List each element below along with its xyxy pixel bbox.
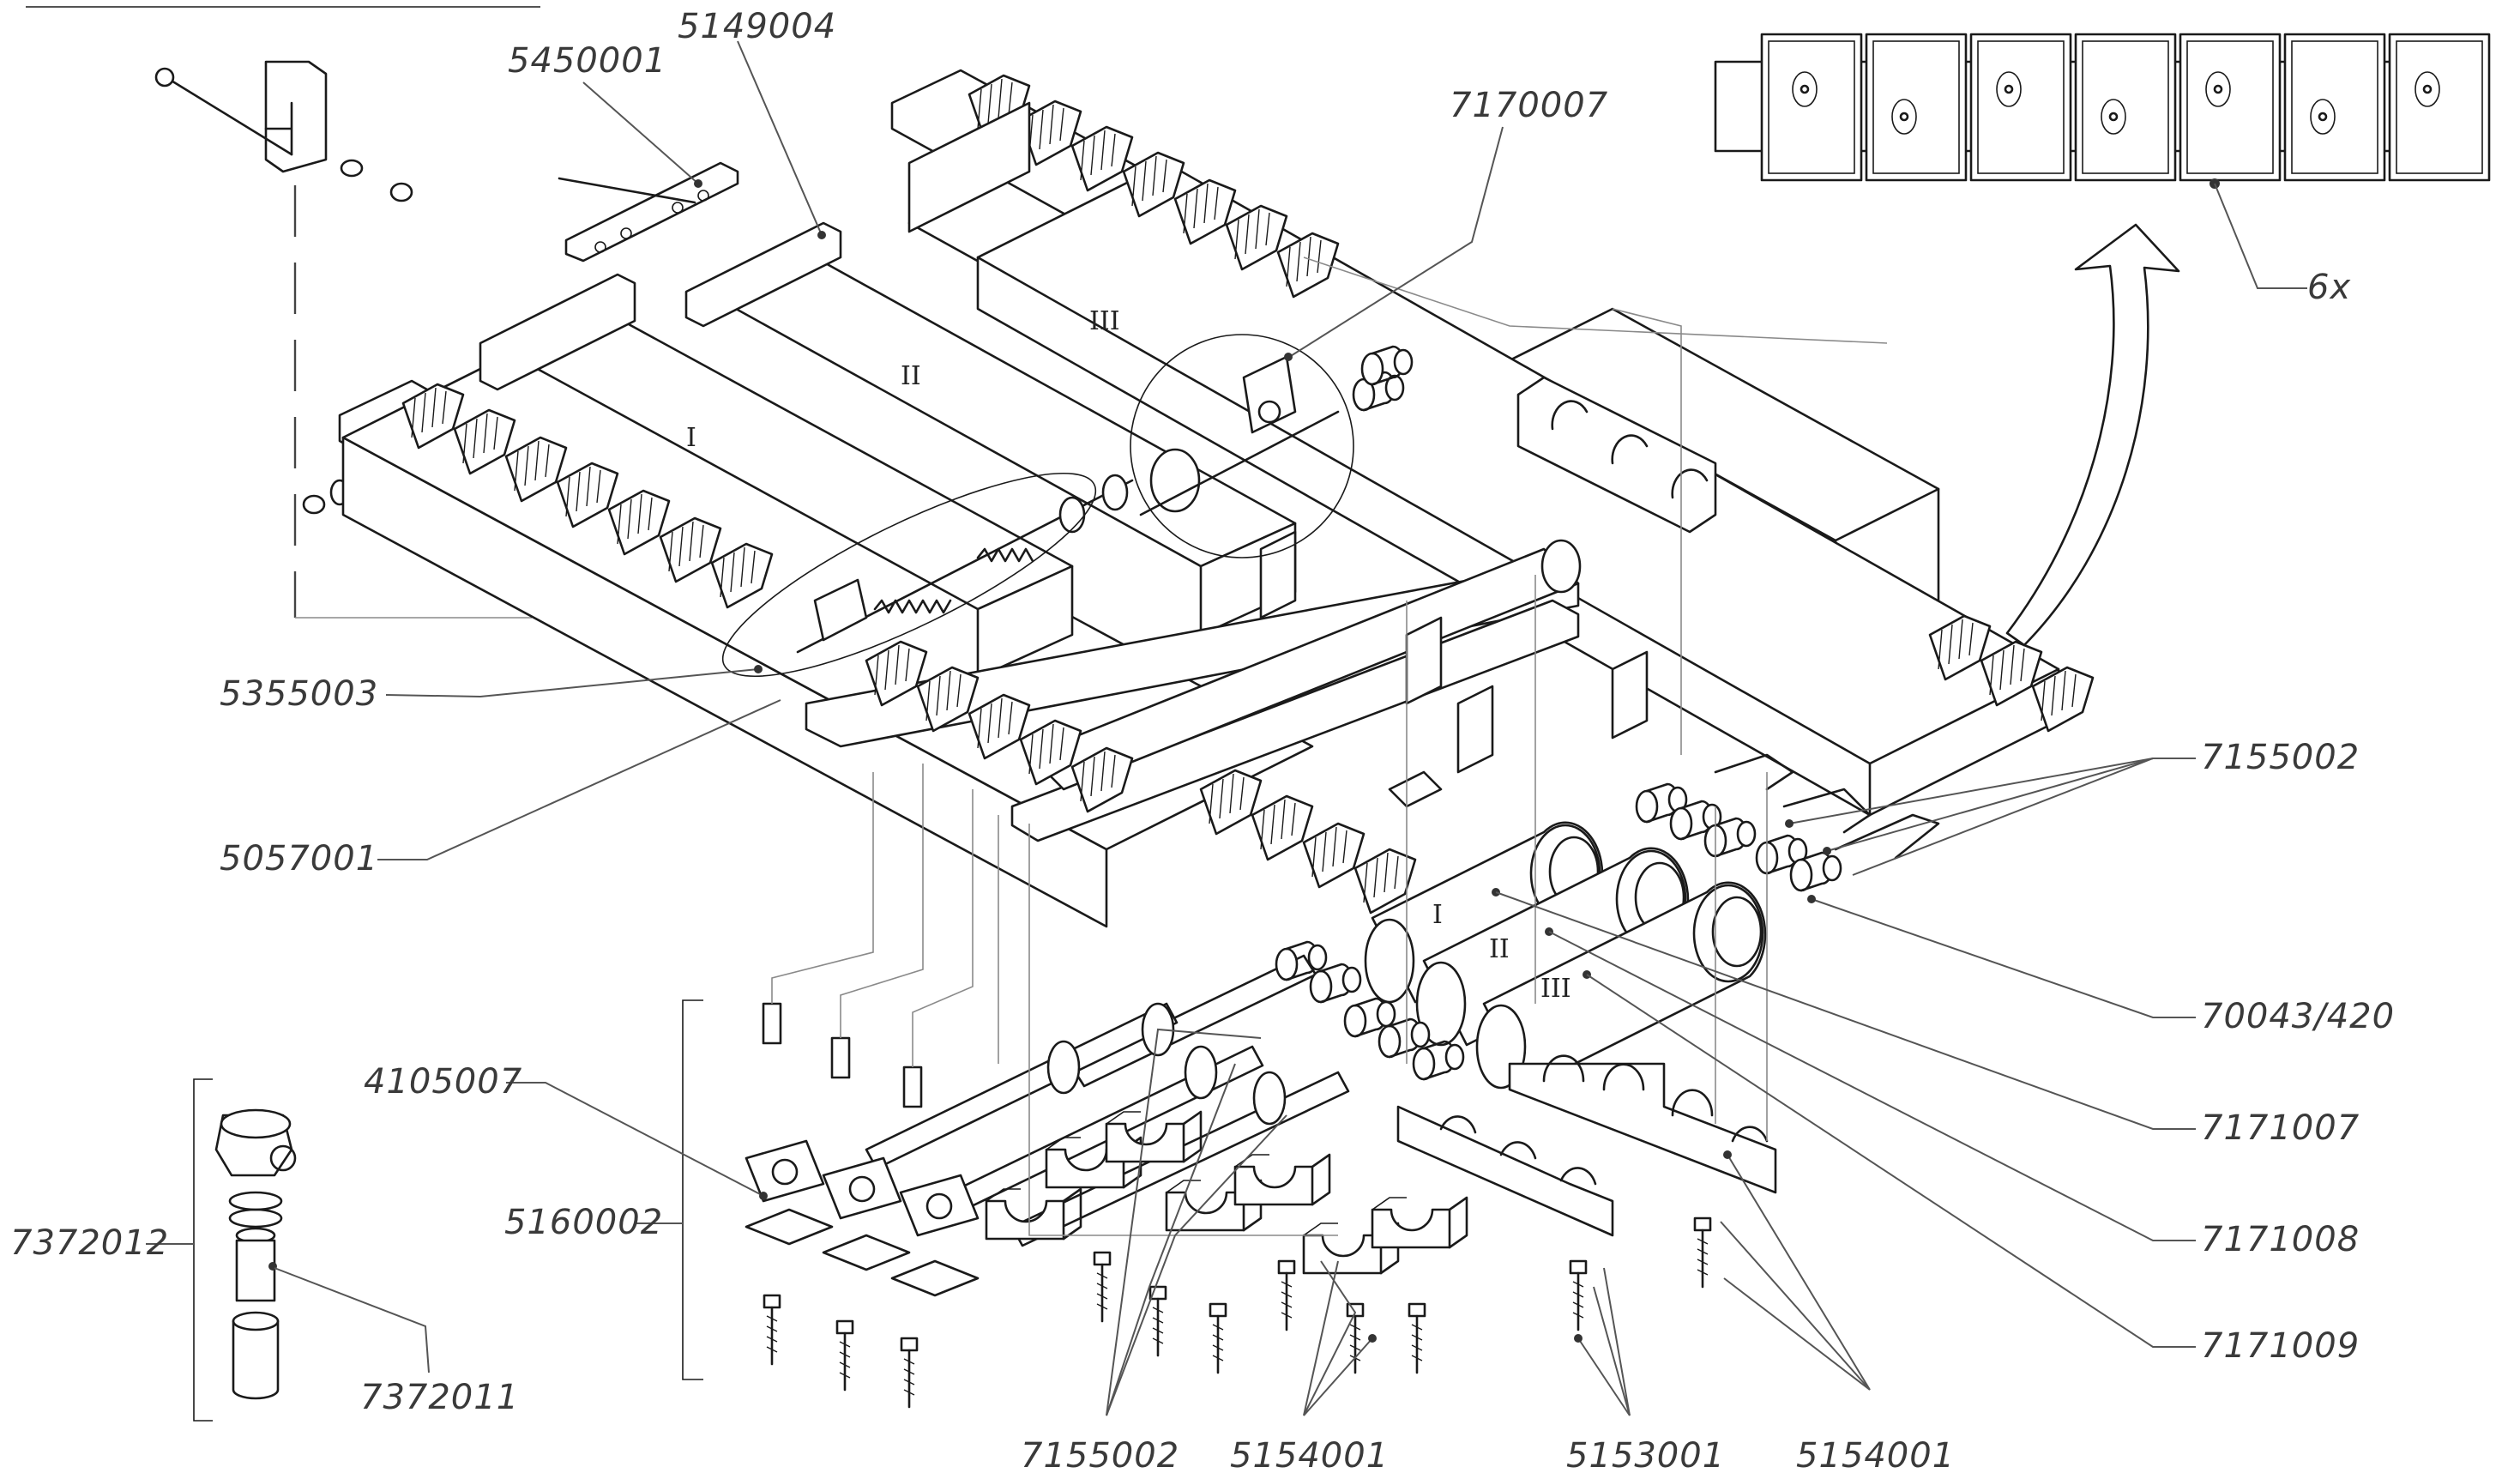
cylinder-numeral-2: II (1489, 934, 1510, 964)
beam-numeral-2: II (901, 361, 921, 391)
curved-arrow (2005, 223, 2180, 647)
spring-linkage (796, 474, 1134, 654)
label-5057001: 5057001 (220, 839, 378, 878)
group-bracket-5160002 (682, 999, 703, 1380)
hydraulic-cylinders (865, 821, 1767, 1247)
label-5153001: 5153001 (1566, 1436, 1725, 1473)
label-5160002: 5160002 (504, 1203, 663, 1242)
label-7372011: 7372011 (360, 1378, 519, 1417)
clamp-brackets (985, 1054, 1777, 1275)
cylinder-numeral-1: I (1432, 900, 1443, 930)
label-7171008: 7171008 (2201, 1220, 2360, 1259)
label-7155002-right: 7155002 (2201, 738, 2360, 777)
label-4105007: 4105007 (364, 1062, 522, 1102)
label-5355003: 5355003 (220, 674, 378, 714)
bolts (763, 1216, 1712, 1409)
beam-numeral-1: I (686, 423, 696, 453)
label-5154001-left: 5154001 (1230, 1436, 1389, 1473)
upright-plates (479, 101, 1031, 391)
leader-lines (146, 40, 2307, 1416)
label-7171007: 7171007 (2201, 1108, 2360, 1148)
label-6x: 6x (2307, 268, 2351, 307)
projection-lines (771, 257, 1888, 1236)
label-7372012: 7372012 (10, 1223, 169, 1263)
beam-numeral-3: III (1089, 306, 1120, 336)
hitch-bracket-assembly (154, 60, 532, 619)
label-5154001-right: 5154001 (1796, 1436, 1955, 1473)
label-7171009: 7171009 (2201, 1326, 2360, 1366)
label-5149004: 5149004 (678, 7, 836, 46)
cylinder-numeral-3: III (1540, 974, 1571, 1004)
inset-detail (1714, 33, 2491, 647)
label-7155002-bottom: 7155002 (1021, 1436, 1179, 1473)
label-7170007: 7170007 (1450, 86, 1608, 125)
spring-group-outline (721, 472, 1097, 678)
label-5450001: 5450001 (508, 41, 666, 81)
hydraulic-couplings (1275, 345, 1940, 1081)
label-70043-420: 70043/420 (2201, 997, 2395, 1036)
mounting-plates (745, 1002, 980, 1297)
oil-filter-assembly (193, 1078, 297, 1422)
valve-detail (1130, 334, 1354, 558)
part-plate-5450001 (558, 161, 739, 263)
